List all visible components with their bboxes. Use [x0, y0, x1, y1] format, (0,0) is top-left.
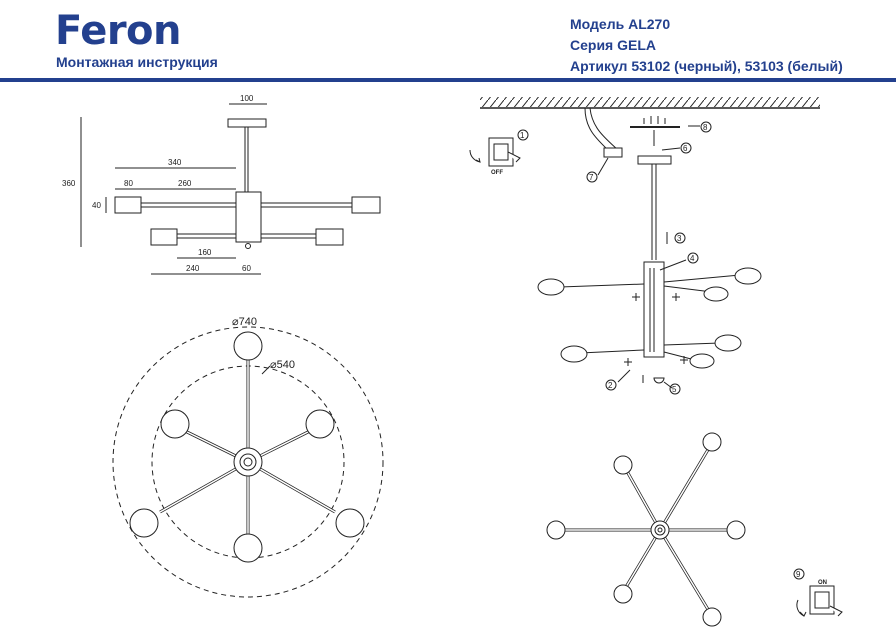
switch-off-icon	[469, 137, 521, 167]
assembly-view	[480, 97, 820, 395]
step-1-label: 1	[520, 131, 525, 140]
dim-arm-total: 340	[168, 158, 182, 167]
front-view	[80, 103, 381, 275]
dim-lower-total: 240	[186, 264, 200, 273]
dim-inner-diameter: ⌀540	[270, 359, 295, 371]
product-model: Модель AL270	[570, 16, 671, 32]
step-6-label: 6	[683, 144, 688, 153]
product-info: Модель AL270 Серия GELA Артикул 53102 (ч…	[570, 14, 843, 77]
step-4-label: 4	[690, 254, 695, 263]
dim-arm-b: 260	[178, 179, 192, 188]
top-view-small	[546, 432, 746, 627]
dim-shade-h: 40	[92, 201, 101, 210]
dim-outer-diameter: ⌀740	[232, 316, 257, 328]
switch-on-label: ON	[818, 580, 827, 586]
switch-on-icon	[793, 568, 843, 617]
step-2-label: 2	[608, 381, 613, 390]
product-article: Артикул 53102 (черный), 53103 (белый)	[570, 58, 843, 74]
dim-arm-a: 80	[124, 179, 133, 188]
brand-logo: Feron	[55, 8, 182, 54]
dim-top-width: 100	[240, 94, 254, 103]
switch-off-label: OFF	[491, 170, 503, 176]
step-9-label: 9	[796, 570, 801, 579]
dim-lower-b: 60	[242, 264, 251, 273]
header-divider	[0, 78, 896, 82]
dim-lower-a: 160	[198, 248, 212, 257]
document-subtitle: Монтажная инструкция	[56, 54, 218, 70]
step-7-label: 7	[589, 173, 594, 182]
product-series: Серия GELA	[570, 37, 657, 53]
step-5-label: 5	[672, 385, 677, 394]
page-header: Feron Монтажная инструкция Модель AL270 …	[0, 0, 896, 84]
top-view	[112, 326, 384, 598]
step-8-label: 8	[703, 123, 708, 132]
step-3-label: 3	[677, 234, 682, 243]
dim-height: 360	[62, 179, 76, 188]
